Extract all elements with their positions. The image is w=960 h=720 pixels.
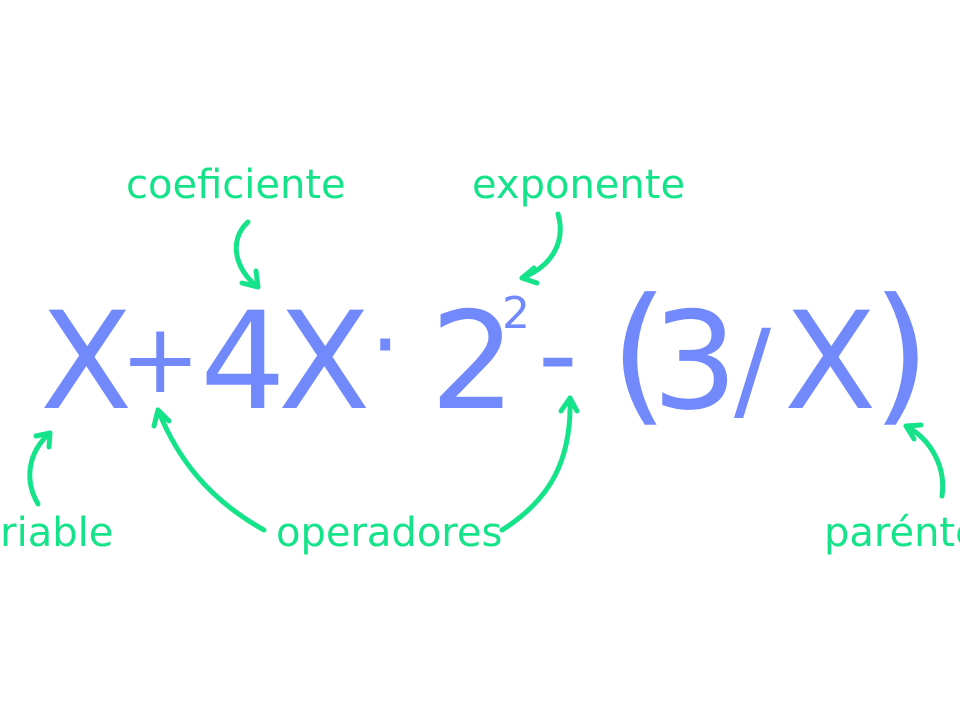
label-exponente: exponente <box>472 162 685 208</box>
plus-operator: + <box>120 303 200 415</box>
arrow-operadores-plus <box>151 407 267 533</box>
open-parenthesis: ( <box>610 267 669 441</box>
label-operadores: operadores <box>276 510 502 556</box>
arrow-parentesis <box>903 422 946 499</box>
number-3: 3 <box>652 283 738 440</box>
multiply-dot-operator: · <box>370 289 401 401</box>
arrow-operadores-minus <box>499 395 580 533</box>
arrow-coeficiente <box>233 219 261 290</box>
coefficient-4: 4 <box>200 283 286 440</box>
label-coeficiente: coeficiente <box>126 162 346 208</box>
base-2: 2 <box>430 283 516 440</box>
division-slash: / <box>734 306 772 434</box>
close-parenthesis: ) <box>872 267 931 441</box>
variable-x-2: X <box>278 283 370 440</box>
exponent-2: 2 <box>502 288 530 339</box>
label-variable: variable <box>0 510 113 556</box>
variable-x-1: X <box>40 283 132 440</box>
variable-x-3: X <box>784 283 876 440</box>
math-expression: X + 4 X · 2 2 - ( 3 / X ) <box>40 267 931 441</box>
label-parentesis: paréntesis <box>824 510 960 556</box>
arrow-variable <box>27 430 53 507</box>
arrow-exponente <box>519 211 563 286</box>
